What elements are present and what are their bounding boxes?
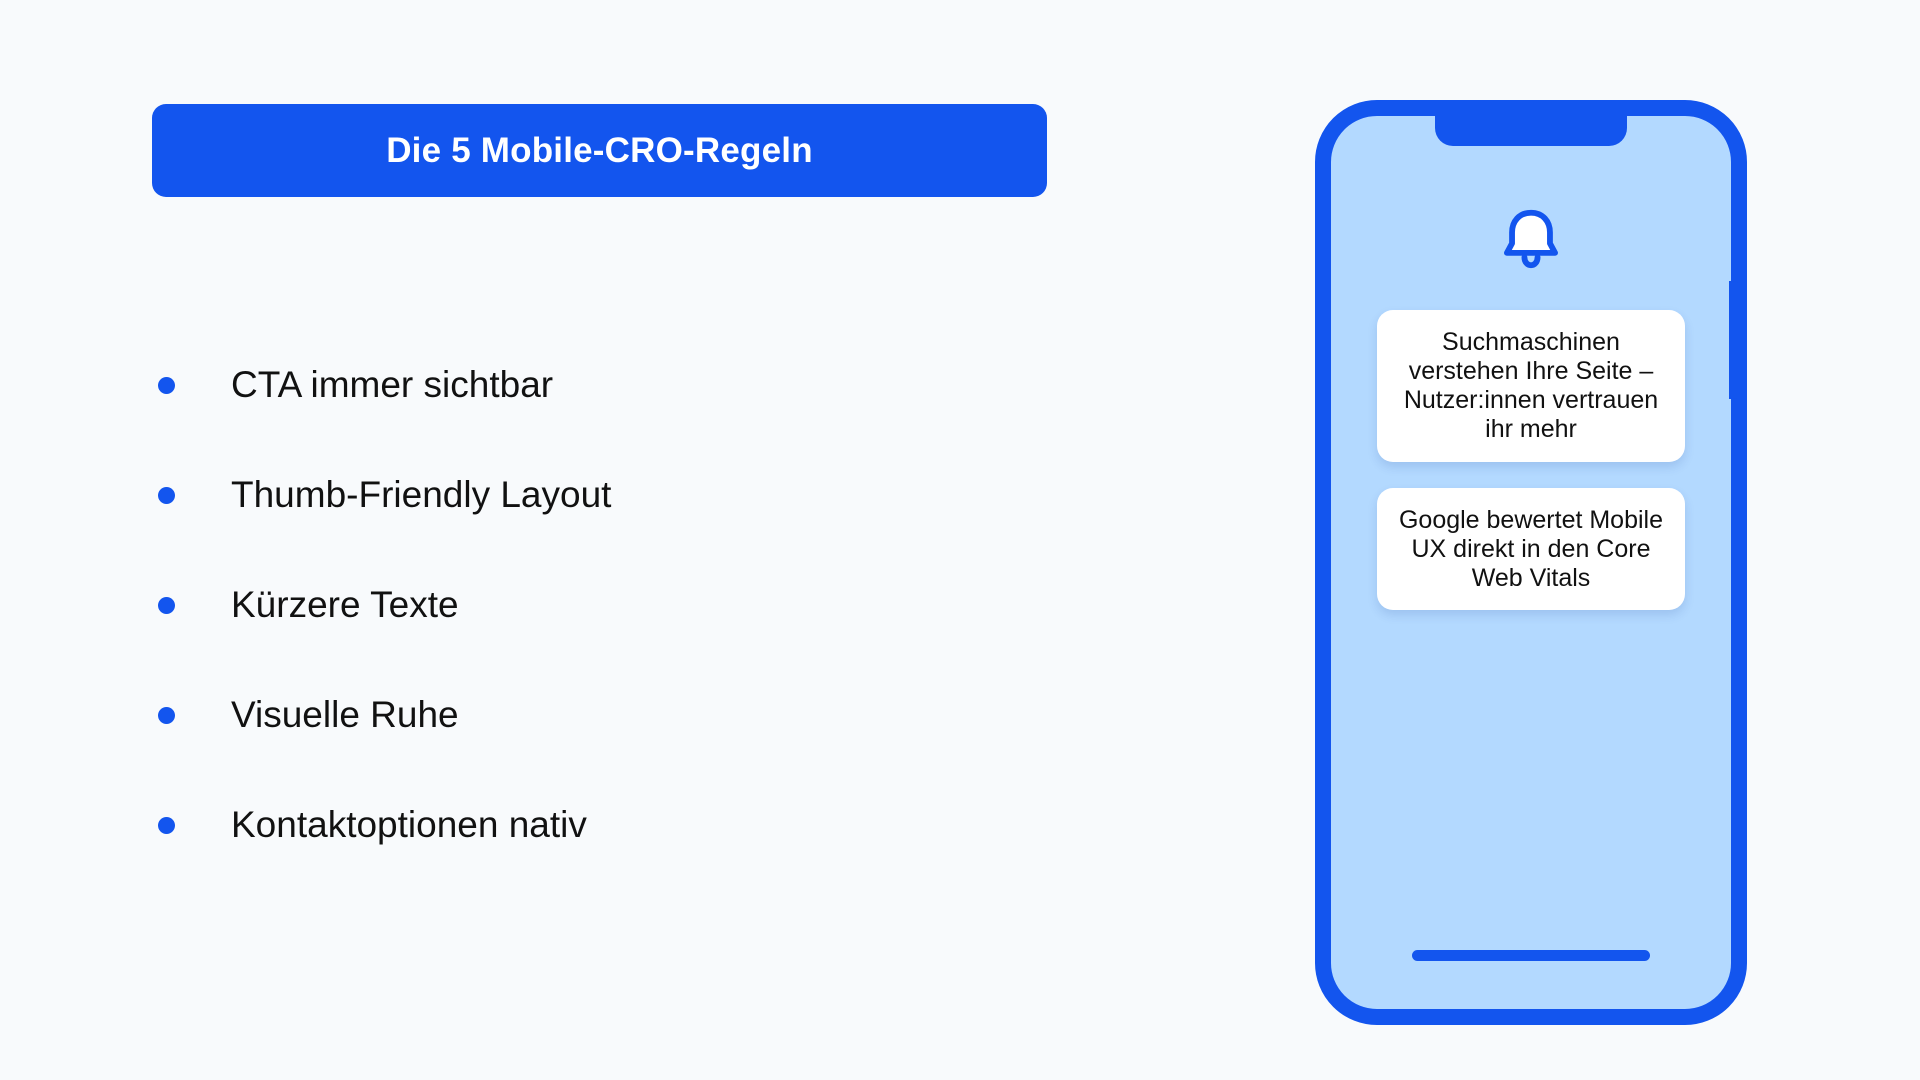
power-button[interactable] bbox=[1729, 281, 1740, 399]
list-item-label: Thumb-Friendly Layout bbox=[231, 473, 612, 515]
phone-notch bbox=[1435, 116, 1627, 146]
list-item-label: Kürzere Texte bbox=[231, 583, 459, 625]
list-item: Thumb-Friendly Layout bbox=[152, 440, 1002, 550]
bullet-dot-icon bbox=[158, 486, 175, 504]
bullet-dot-icon bbox=[158, 376, 175, 394]
list-item: Visuelle Ruhe bbox=[152, 660, 1002, 770]
content-column: Die 5 Mobile-CRO-Regeln CTA immer sichtb… bbox=[152, 104, 1047, 880]
list-item: Kontaktoptionen nativ bbox=[152, 770, 1002, 880]
home-indicator[interactable] bbox=[1412, 950, 1650, 961]
bullet-dot-icon bbox=[158, 596, 175, 614]
bullet-dot-icon bbox=[158, 706, 175, 724]
list-item-label: Visuelle Ruhe bbox=[231, 693, 459, 735]
phone-frame: Suchmaschinen verstehen Ihre Seite – Nut… bbox=[1315, 100, 1747, 1025]
bell-icon bbox=[1496, 204, 1566, 274]
notification-card[interactable]: Google bewertet Mobile UX direkt in den … bbox=[1377, 488, 1685, 610]
title-banner: Die 5 Mobile-CRO-Regeln bbox=[152, 104, 1047, 197]
rules-list: CTA immer sichtbar Thumb-Friendly Layout… bbox=[152, 330, 1002, 880]
phone-mockup: Suchmaschinen verstehen Ihre Seite – Nut… bbox=[1315, 100, 1755, 1030]
phone-screen: Suchmaschinen verstehen Ihre Seite – Nut… bbox=[1347, 132, 1715, 993]
list-item: Kürzere Texte bbox=[152, 550, 1002, 660]
list-item: CTA immer sichtbar bbox=[152, 330, 1002, 440]
notification-text: Suchmaschinen verstehen Ihre Seite – Nut… bbox=[1403, 328, 1659, 443]
notification-text: Google bewertet Mobile UX direkt in den … bbox=[1398, 505, 1664, 592]
list-item-label: CTA immer sichtbar bbox=[231, 363, 554, 405]
notification-card[interactable]: Suchmaschinen verstehen Ihre Seite – Nut… bbox=[1377, 310, 1685, 462]
page-title: Die 5 Mobile-CRO-Regeln bbox=[386, 130, 813, 170]
bullet-dot-icon bbox=[158, 816, 175, 834]
list-item-label: Kontaktoptionen nativ bbox=[231, 803, 587, 845]
